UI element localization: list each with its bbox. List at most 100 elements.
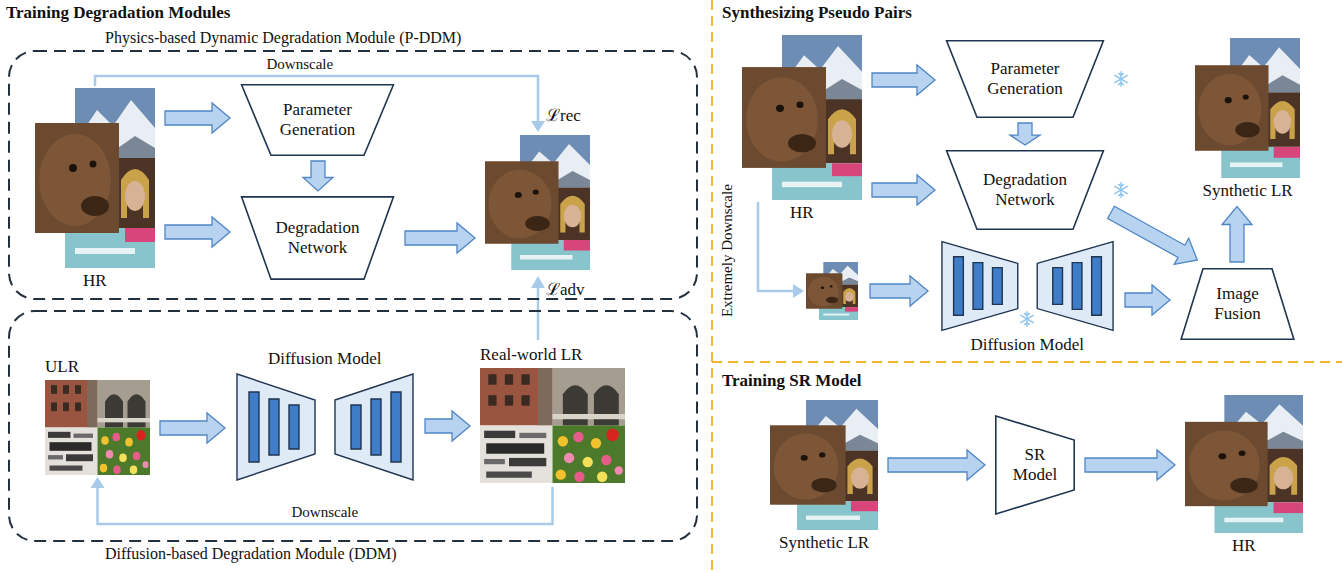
block-arrow [165,217,230,247]
unet-part [1037,242,1113,331]
unet-part [289,405,299,449]
connector [160,413,225,443]
image-thumbnail: HR [1185,395,1303,533]
section-title: Synthesizing Pseudo Pairs [722,3,912,23]
hr-image [35,88,155,268]
arrow-head [531,121,545,132]
unet-part [1092,257,1102,316]
image-caption: HR [83,271,107,291]
trapezoid-outline [947,41,1104,117]
line-label: Extremely Downscale [718,184,735,317]
downscale-line [758,202,795,291]
image-caption: ULR [45,357,79,377]
frozen-icon [1115,72,1127,86]
image-caption: Synthetic LR [1203,181,1293,201]
image-caption: Real-world LR [480,345,582,365]
ulr-image [45,380,150,475]
block-arrow [160,413,225,443]
image-thumbnail: Synthetic LR [770,400,878,530]
real-lr-image [480,368,625,483]
connector [1125,285,1170,315]
block-arrow [872,175,935,205]
unet-part [1072,263,1082,310]
model-label: Diffusion Model [971,335,1085,355]
dashed-outline [9,311,697,541]
block-arrow [1125,285,1170,315]
loss-label: ℒrec [546,106,581,126]
block-arrow [1222,207,1252,263]
network-block: SR Model [995,415,1075,515]
block-label: Parameter Generation [270,100,366,141]
unet-part [954,257,964,316]
connector [1085,450,1175,480]
synthetic-lr-image [770,400,878,530]
unet-part [1053,268,1063,305]
network-block: Parameter Generation [945,40,1105,118]
connector [303,161,333,191]
block-label: Parameter Generation [976,59,1075,100]
block-text-area: Parameter Generation [945,40,1105,118]
connector [1108,206,1198,264]
synthetic-lr-image [1195,38,1300,178]
loss-label: ℒadv [546,280,585,300]
arrow-head [531,276,545,288]
block-arrow [1108,206,1198,264]
image-caption: Synthetic LR [779,533,869,553]
trapezoid-outline [1181,269,1294,340]
diffusion-unet: Diffusion Model [940,240,1115,332]
unet-part [942,242,1018,331]
section-title: Training Degradation Modules [6,3,230,23]
dashed-outline [9,51,697,299]
block-text-area: Image Fusion [1180,268,1295,340]
network-block: Parameter Generation [240,84,395,156]
block-text-area: SR Model [995,415,1075,515]
image-thumbnail: HR [742,35,862,200]
block-arrow [870,276,928,306]
unet-part [371,399,381,455]
connector [888,450,985,480]
unet-part [973,263,983,310]
image-thumbnail: Real-world LR [480,368,625,483]
unet-part [237,374,315,480]
block-label: SR Model [1007,445,1063,486]
block-text-area: Parameter Generation [240,84,395,156]
trapezoid-outline [242,197,394,279]
connector [1222,207,1252,263]
arrow-head [91,477,105,488]
connector [165,103,230,133]
unet-shape [235,372,415,482]
connector [165,217,230,247]
image-thumbnail: HR [35,88,155,268]
block-text-area: Degradation Network [240,196,395,280]
block-label: Image Fusion [1202,284,1273,325]
downscale-line [98,487,553,524]
section-divider [711,0,713,572]
connector [1010,123,1040,145]
module-frame: Physics-based Dynamic Degradation Module… [8,50,698,300]
trapezoid-outline [996,416,1074,514]
hr-image [1185,395,1303,533]
connector [91,477,553,524]
adversarial-line [537,286,540,340]
hr-image [742,35,862,200]
diffusion-unet: Diffusion Model [235,372,415,482]
block-arrow [303,161,333,191]
unet-part [993,268,1003,305]
connector [425,411,470,441]
arrow-head [793,284,804,298]
frozen-icon [1021,312,1033,326]
unet-part [391,392,401,462]
network-block: Degradation Network [945,150,1105,230]
block-arrow [888,450,985,480]
line-label: Downscale [265,56,336,73]
trapezoid-outline [947,151,1104,229]
block-label: Degradation Network [270,218,366,259]
module-label: Physics-based Dynamic Degradation Module… [105,29,461,47]
module-label: Diffusion-based Degradation Module (DDM) [105,545,397,563]
unet-part [269,399,279,455]
block-arrow [872,65,935,95]
block-arrow [1085,450,1175,480]
network-block: Degradation Network [240,196,395,280]
